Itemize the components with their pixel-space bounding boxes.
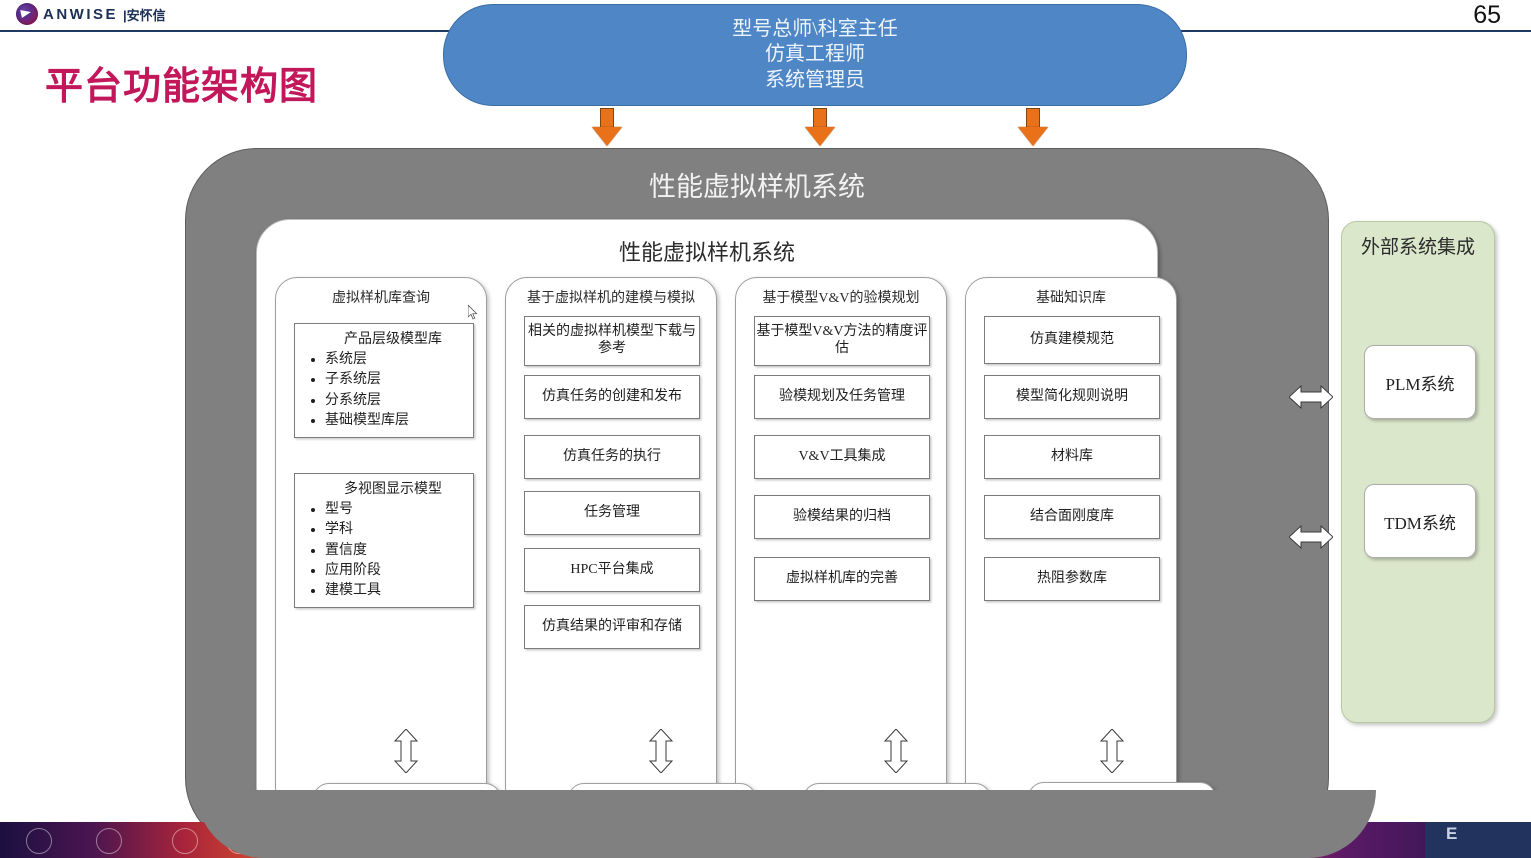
- listbox-title: 产品层级模型库: [344, 332, 442, 347]
- cell-item[interactable]: 热阻参数库: [984, 557, 1160, 601]
- system-outer-title: 性能虚拟样机系统: [649, 172, 865, 202]
- column-title: 虚拟样机库查询: [332, 291, 430, 306]
- down-arrow-icon: [1018, 108, 1048, 146]
- external-system-tdm[interactable]: TDM系统: [1364, 484, 1476, 558]
- roles-capsule: 型号总师\科室主任 仿真工程师 系统管理员: [443, 4, 1187, 106]
- cell-item[interactable]: 模型简化规则说明: [984, 375, 1160, 419]
- column-modeling-and-simulation[interactable]: 基于虚拟样机的建模与模拟 相关的虚拟样机模型下载与参考 仿真任务的创建和发布 仿…: [505, 277, 717, 809]
- system-inner-panel: 性能虚拟样机系统 虚拟样机库查询 产品层级模型库 系统层 子系统层 分系统层 基…: [256, 219, 1177, 821]
- column-title: 基础知识库: [1036, 291, 1106, 306]
- column-vv-verification-planning[interactable]: 基于模型V&V的验模规划 基于模型V&V方法的精度评估 验模规划及任务管理 V&…: [735, 277, 947, 809]
- cell-item[interactable]: 验模结果的归档: [754, 495, 930, 539]
- slide-overflow-shape: [196, 790, 1376, 858]
- list-item[interactable]: 型号: [325, 500, 473, 520]
- column-title: 基于模型V&V的验模规划: [762, 291, 920, 306]
- bidirectional-arrow-icon: [1289, 384, 1333, 410]
- list-item[interactable]: 系统层: [325, 350, 473, 370]
- mouse-cursor-icon: [468, 305, 478, 320]
- list-item[interactable]: 分系统层: [325, 391, 473, 411]
- cell-item[interactable]: 仿真结果的评审和存储: [524, 605, 700, 649]
- external-systems-panel: 外部系统集成 PLM系统 TDM系统: [1341, 221, 1495, 723]
- anwise-circle-logo-icon: [16, 3, 38, 25]
- list-item[interactable]: 应用阶段: [325, 561, 473, 581]
- external-systems-title: 外部系统集成: [1360, 237, 1475, 258]
- forward-icon[interactable]: [96, 828, 122, 854]
- cell-item[interactable]: 相关的虚拟样机模型下载与参考: [524, 316, 700, 366]
- bidirectional-arrow-icon: [1099, 728, 1125, 774]
- taskbar-brand-text: E: [1446, 824, 1460, 843]
- cell-item[interactable]: V&V工具集成: [754, 435, 930, 479]
- list-item[interactable]: 基础模型库层: [325, 411, 473, 431]
- system-inner-title: 性能虚拟样机系统: [618, 240, 795, 265]
- listbox-multiview-display[interactable]: 多视图显示模型 型号 学科 置信度 应用阶段 建模工具: [294, 473, 474, 609]
- bidirectional-arrow-icon: [883, 728, 909, 774]
- cell-item[interactable]: 材料库: [984, 435, 1160, 479]
- back-icon[interactable]: [26, 828, 52, 854]
- listbox-items: 系统层 子系统层 分系统层 基础模型库层: [295, 350, 473, 431]
- column-title: 基于虚拟样机的建模与模拟: [527, 291, 695, 306]
- brand-logo: ANWISE |安怀信: [16, 3, 166, 25]
- logo-text: ANWISE: [43, 5, 118, 23]
- external-system-plm[interactable]: PLM系统: [1364, 345, 1476, 419]
- taskbar-brand-panel: [1425, 822, 1531, 858]
- column-virtual-prototype-query[interactable]: 虚拟样机库查询 产品层级模型库 系统层 子系统层 分系统层 基础模型库层 多视图…: [275, 277, 487, 809]
- cell-item[interactable]: 仿真任务的执行: [524, 435, 700, 479]
- listbox-product-hierarchy[interactable]: 产品层级模型库 系统层 子系统层 分系统层 基础模型库层: [294, 323, 474, 439]
- cell-item[interactable]: 仿真任务的创建和发布: [524, 375, 700, 419]
- cell-item[interactable]: 任务管理: [524, 491, 700, 535]
- bidirectional-arrow-icon: [1289, 524, 1333, 550]
- cell-item[interactable]: 仿真建模规范: [984, 316, 1160, 364]
- cell-item[interactable]: 虚拟样机库的完善: [754, 557, 930, 601]
- cell-item[interactable]: HPC平台集成: [524, 548, 700, 592]
- role-line-2: 仿真工程师: [765, 43, 865, 66]
- list-item[interactable]: 学科: [325, 520, 473, 540]
- list-item[interactable]: 子系统层: [325, 370, 473, 390]
- logo-text-cn: |安怀信: [123, 7, 166, 23]
- list-item[interactable]: 置信度: [325, 541, 473, 561]
- column-knowledge-base[interactable]: 基础知识库 仿真建模规范 模型简化规则说明 材料库 结合面刚度库 热阻参数库: [965, 277, 1177, 809]
- page-number: 65: [1473, 1, 1501, 29]
- app-icon[interactable]: [172, 828, 198, 854]
- list-item[interactable]: 建模工具: [325, 581, 473, 601]
- down-arrow-icon: [805, 108, 835, 146]
- bidirectional-arrow-icon: [393, 728, 419, 774]
- down-arrow-icon: [592, 108, 622, 146]
- listbox-title: 多视图显示模型: [344, 482, 442, 497]
- role-line-3: 系统管理员: [765, 68, 865, 91]
- cell-item[interactable]: 结合面刚度库: [984, 495, 1160, 539]
- cell-item[interactable]: 基于模型V&V方法的精度评估: [754, 316, 930, 366]
- performance-virtual-prototype-system-container: 性能虚拟样机系统 性能虚拟样机系统 虚拟样机库查询 产品层级模型库 系统层 子系…: [185, 148, 1495, 850]
- bidirectional-arrow-icon: [648, 728, 674, 774]
- listbox-items: 型号 学科 置信度 应用阶段 建模工具: [295, 500, 473, 601]
- page-title: 平台功能架构图: [45, 66, 319, 108]
- role-line-1: 型号总师\科室主任: [732, 17, 898, 40]
- cell-item[interactable]: 验模规划及任务管理: [754, 375, 930, 419]
